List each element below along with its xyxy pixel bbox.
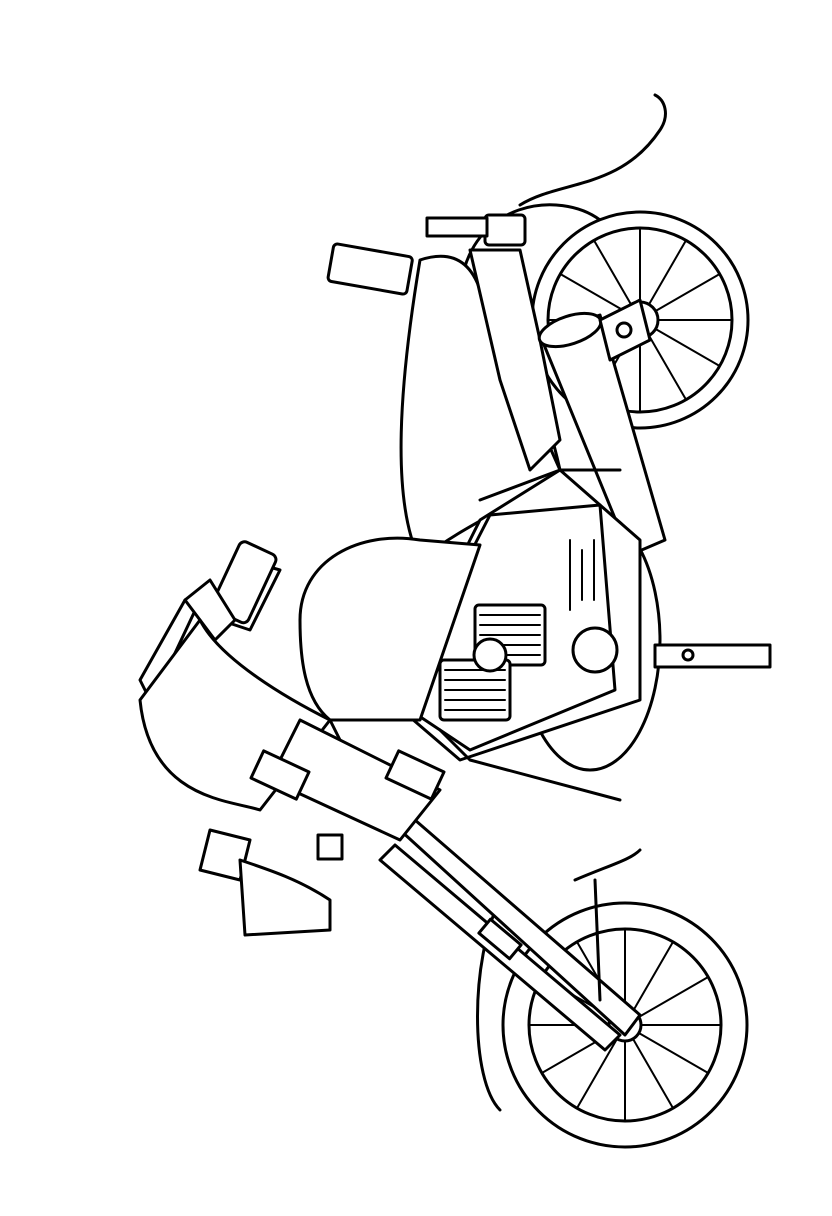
wheel-spoke bbox=[559, 273, 626, 312]
wheel-spoke bbox=[632, 1037, 674, 1110]
wheel-spoke bbox=[632, 940, 674, 1013]
rear-fender bbox=[458, 93, 667, 292]
exhaust-pipe bbox=[537, 298, 667, 557]
wheel-spoke bbox=[637, 1032, 710, 1074]
engine-area bbox=[388, 468, 772, 772]
wheel-spoke bbox=[637, 976, 710, 1018]
wheel-spoke bbox=[648, 239, 687, 306]
wheel-spoke bbox=[654, 273, 721, 312]
wheel-spoke bbox=[648, 334, 687, 401]
rear-shock bbox=[326, 213, 562, 472]
wheel-spoke bbox=[576, 1037, 618, 1110]
triple-clamp bbox=[249, 718, 446, 861]
wheel-spoke bbox=[593, 239, 632, 306]
front-fork bbox=[378, 818, 642, 1052]
fuel-tank bbox=[298, 536, 482, 722]
wheel-spoke bbox=[654, 328, 721, 367]
